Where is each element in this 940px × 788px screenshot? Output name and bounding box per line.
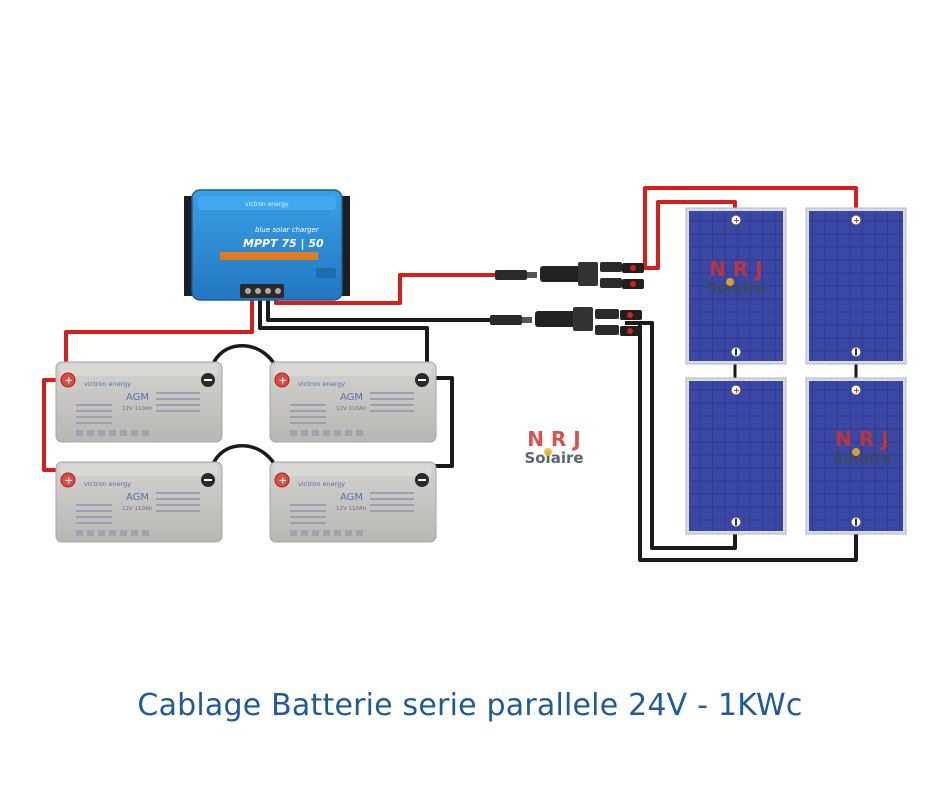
- watermark-top-text: N R J: [527, 427, 581, 451]
- watermark-bottom-text: Solaire: [524, 449, 583, 467]
- battery-positive-cable-2: [42, 378, 66, 472]
- svg-text:+: +: [733, 216, 740, 225]
- svg-text:+: +: [65, 376, 73, 387]
- battery-rating: 12V 110Ah: [336, 406, 367, 412]
- mc4-connectors-positive: [495, 262, 644, 289]
- solar-panel-icon: +: [805, 207, 907, 365]
- battery-brand: victron energy: [298, 380, 345, 388]
- battery-type: AGM: [340, 492, 363, 503]
- watermark-top-text: N R J: [835, 427, 889, 451]
- battery-brand: victron energy: [84, 380, 131, 388]
- battery-type: AGM: [340, 392, 363, 403]
- svg-text:+: +: [279, 376, 287, 387]
- solar-panel-icon: +: [685, 207, 787, 365]
- mc4-connectors-negative: [490, 307, 642, 336]
- battery-negative-cable: [258, 292, 429, 378]
- solar-panel-icon: +: [685, 377, 787, 535]
- watermark-bottom-text: Solaire: [706, 279, 765, 297]
- controller-model: MPPT 75 | 50: [243, 237, 324, 250]
- panel-positive-wire-2: [643, 186, 858, 268]
- svg-text:+: +: [853, 216, 860, 225]
- svg-text:+: +: [853, 386, 860, 395]
- diagram-caption: Cablage Batterie serie parallele 24V - 1…: [137, 688, 803, 723]
- battery-rating: 12V 110Ah: [336, 506, 367, 512]
- panel-negative-wire: [625, 321, 737, 550]
- battery-type: AGM: [126, 392, 149, 403]
- battery-brand: victron energy: [84, 480, 131, 488]
- watermark-bottom-text: Solaire: [832, 449, 891, 467]
- battery-positive-cable: [64, 292, 254, 370]
- controller-brand: victron energy: [245, 201, 289, 208]
- battery-brand: victron energy: [298, 480, 345, 488]
- controller-product-line: blue solar charger: [255, 226, 320, 234]
- battery-rating: 12V 110Ah: [122, 406, 153, 412]
- svg-text:+: +: [733, 386, 740, 395]
- battery-type: AGM: [126, 492, 149, 503]
- svg-text:+: +: [279, 476, 287, 487]
- pv-negative-cable: [266, 292, 495, 322]
- svg-text:+: +: [65, 476, 73, 487]
- watermark-top-text: N R J: [709, 257, 763, 281]
- battery-rating: 12V 110Ah: [122, 506, 153, 512]
- charge-controller-icon: victron energy blue solar charger MPPT 7…: [184, 189, 350, 301]
- panel-negative-wire-2: [638, 323, 858, 562]
